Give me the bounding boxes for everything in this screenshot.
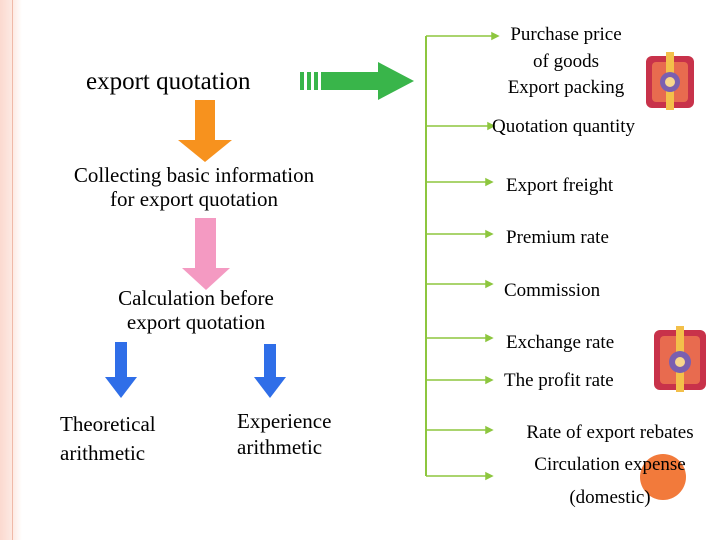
step-calculation-line2: export quotation [126, 310, 266, 335]
method-theoretical: Theoretical arithmetic [60, 410, 156, 469]
method-theoretical-line1: Theoretical [60, 412, 156, 436]
accent-dot [640, 454, 686, 500]
step-collecting-info-line2: for export quotation [110, 187, 278, 212]
method-theoretical-line2: arithmetic [60, 441, 146, 466]
step-calculation-line1: Calculation before [118, 286, 274, 310]
blue-down-arrow-left [105, 342, 137, 398]
factor-premium-rate: Premium rate [506, 227, 609, 248]
factor-exchange-rate: Exchange rate [506, 332, 615, 353]
factor-export-packing: Export packing [507, 77, 625, 99]
method-experience: Experience arithmetic [237, 408, 331, 461]
factor-commission: Commission [504, 280, 601, 301]
factor-of-goods: of goods [533, 50, 599, 72]
method-experience-line1: Experience [237, 409, 332, 433]
factor-quotation-quantity: Quotation quantity [492, 116, 636, 137]
factor-circulation-expense: Circulation expense [534, 454, 686, 476]
green-arrow [300, 62, 414, 100]
slide-border-line [12, 0, 13, 540]
slide-border-decoration [0, 0, 22, 540]
step-calculation: Calculation before export quotation [96, 286, 296, 334]
factor-export-rebates: Rate of export rebates [526, 422, 694, 443]
method-experience-line2: arithmetic [237, 435, 323, 460]
step-collecting-info-line1: Collecting basic information [73, 163, 315, 187]
box-icon [646, 52, 694, 110]
factor-purchase-group: Purchase price of goods Export packing [490, 22, 642, 102]
factor-profit-rate: The profit rate [504, 370, 614, 391]
factor-purchase-price: Purchase price [510, 24, 622, 45]
factor-export-freight: Export freight [506, 175, 614, 196]
factor-bottom-group: Rate of export rebates Circulation expen… [500, 417, 720, 514]
step-export-quotation: export quotation [86, 68, 251, 95]
pink-down-arrow [182, 218, 230, 290]
factor-domestic: (domestic) [569, 486, 651, 508]
bracket-connectors [426, 31, 500, 481]
box-icon [654, 326, 706, 392]
blue-down-arrow-right [254, 344, 286, 398]
orange-down-arrow [178, 100, 232, 162]
step-collecting-info: Collecting basic information for export … [48, 163, 340, 211]
